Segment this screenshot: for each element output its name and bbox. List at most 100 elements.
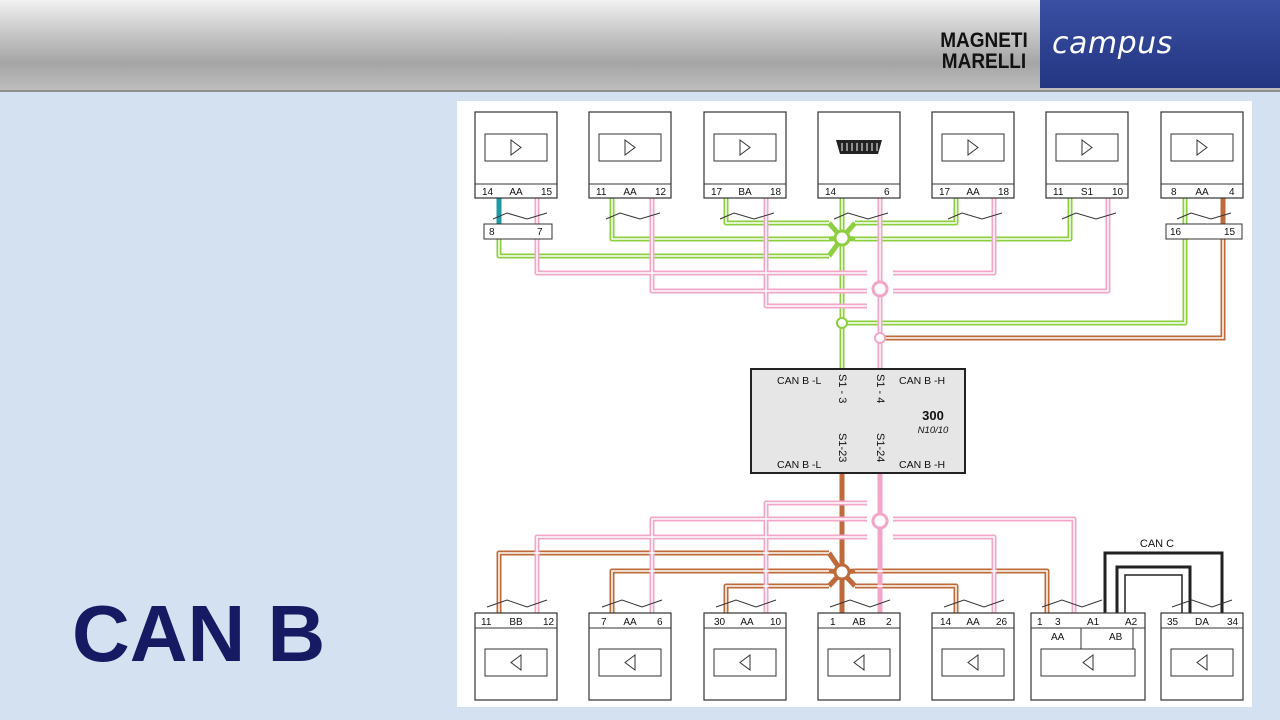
- top-module-6: 11 S1 10: [1045, 111, 1129, 199]
- top-3-left-pin: 17: [711, 187, 723, 198]
- top-2-right-pin: 12: [655, 187, 667, 198]
- junction-can-high-lower: [874, 332, 886, 344]
- top-4-right-pin: 6: [884, 187, 890, 198]
- top-module-diagnostic: 14 6: [817, 111, 901, 199]
- amplifier-icon: [967, 654, 979, 671]
- gateway-label-top-left: CAN B -L: [777, 375, 822, 387]
- brand-top-text: MAGNETI: [940, 29, 1028, 52]
- connector-right: 16 15: [1165, 223, 1243, 240]
- bottom-7-mid: DA: [1195, 617, 1209, 628]
- amplifier-icon: [1196, 654, 1208, 671]
- top-6-right-pin: 10: [1112, 187, 1124, 198]
- bottom-module-1: 11 BB 12: [474, 612, 558, 701]
- gateway-number: 300: [922, 408, 944, 423]
- obd-connector-icon: [836, 140, 882, 154]
- twist-marks: [486, 212, 1233, 608]
- bottom-2-mid: AA: [623, 617, 637, 628]
- top-module-2: 11 AA 12: [588, 111, 672, 199]
- top-module-7: 8 AA 4: [1160, 111, 1244, 199]
- amplifier-icon: [967, 139, 979, 156]
- top-4-left-pin: 14: [825, 187, 837, 198]
- gateway-pin-s1-23: S1-23: [836, 433, 848, 462]
- bottom-5-mid: AA: [966, 617, 980, 628]
- amplifier-icon: [739, 654, 751, 671]
- gateway-code: N10/10: [918, 425, 949, 436]
- campus-logo-text: campus: [1052, 26, 1173, 61]
- amplifier-icon: [1196, 139, 1208, 156]
- bottom-wire-cores: [498, 502, 1075, 613]
- bottom-6-pin-c: A1: [1087, 617, 1100, 628]
- bottom-module-4: 1 AB 2: [817, 612, 901, 701]
- bottom-1-mid: BB: [509, 617, 523, 628]
- bottom-module-2: 7 AA 6: [588, 612, 672, 701]
- amplifier-icon: [624, 139, 636, 156]
- bottom-1-right-pin: 12: [543, 617, 555, 628]
- junction-can-high-top: [871, 280, 889, 298]
- amplifier-icon: [510, 139, 522, 156]
- connector-left-pin-a: 8: [489, 227, 495, 238]
- top-3-right-pin: 18: [770, 187, 782, 198]
- top-6-left-pin: 11: [1053, 187, 1064, 198]
- connector-right-pin-b: 15: [1224, 227, 1236, 238]
- connector-right-pin-a: 16: [1170, 227, 1182, 238]
- bottom-6-pin-b: 3: [1055, 617, 1061, 628]
- bottom-brown-wires: [496, 474, 1050, 613]
- bottom-module-7: 35 DA 34: [1160, 612, 1244, 701]
- gateway-module: CAN B -L CAN B -H CAN B -L CAN B -H S1 -…: [750, 368, 966, 474]
- top-1-left-pin: 14: [482, 187, 494, 198]
- top-7-right-pin: 4: [1229, 187, 1235, 198]
- bottom-wiring: CAN C: [496, 474, 1224, 613]
- bottom-modules: 11 BB 12 7 AA 6 30 AA 10 1: [474, 612, 1244, 701]
- bottom-7-left-pin: 35: [1167, 617, 1179, 628]
- bottom-5-left-pin: 14: [940, 617, 952, 628]
- bottom-5-right-pin: 26: [996, 617, 1008, 628]
- can-b-wiring-diagram: CAN C 14 AA 15: [457, 101, 1252, 707]
- top-6-mid: S1: [1081, 187, 1094, 198]
- bottom-module-5: 14 AA 26: [931, 612, 1015, 701]
- top-3-mid: BA: [738, 187, 752, 198]
- bottom-7-right-pin: 34: [1227, 617, 1239, 628]
- gateway-pin-s1-3: S1 - 3: [836, 374, 848, 403]
- bottom-4-mid: AB: [852, 617, 866, 628]
- top-module-1: 14 AA 15: [474, 111, 558, 199]
- top-1-right-pin: 15: [541, 187, 553, 198]
- amplifier-icon: [624, 654, 636, 671]
- bottom-6-sub-right: AB: [1109, 632, 1123, 643]
- gateway-pin-s1-4: S1 - 4: [874, 374, 886, 403]
- amplifier-icon: [853, 654, 865, 671]
- can-c-wires: [1103, 551, 1224, 613]
- top-5-left-pin: 17: [939, 187, 951, 198]
- top-5-mid: AA: [966, 187, 980, 198]
- junction-bottom-brown: [833, 563, 851, 581]
- bottom-2-left-pin: 7: [601, 617, 607, 628]
- bottom-6-pin-d: A2: [1125, 617, 1138, 628]
- gateway-label-bottom-right: CAN B -H: [899, 459, 945, 471]
- brand-bottom-text: MARELLI: [942, 50, 1026, 70]
- connector-left: 8 7: [483, 223, 553, 240]
- bottom-3-left-pin: 30: [714, 617, 726, 628]
- campus-logo-panel: [1040, 0, 1280, 88]
- bottom-3-right-pin: 10: [770, 617, 782, 628]
- connector-left-pin-b: 7: [537, 227, 543, 238]
- gateway-pin-s1-24: S1-24: [874, 433, 886, 462]
- top-2-mid: AA: [623, 187, 637, 198]
- amplifier-icon: [1082, 654, 1094, 671]
- bottom-4-right-pin: 2: [886, 617, 892, 628]
- gateway-label-bottom-left: CAN B -L: [777, 459, 822, 471]
- magneti-marelli-logo: MAGNETI MARELLI: [940, 29, 1028, 70]
- top-module-5: 17 AA 18: [931, 111, 1015, 199]
- can-c-label: CAN C: [1140, 538, 1174, 550]
- top-2-left-pin: 11: [596, 187, 607, 198]
- top-5-right-pin: 18: [998, 187, 1010, 198]
- top-module-3: 17 BA 18: [703, 111, 787, 199]
- top-7-mid: AA: [1195, 187, 1209, 198]
- amplifier-icon: [510, 654, 522, 671]
- wiring-diagram-svg: CAN C 14 AA 15: [474, 111, 1244, 701]
- junction-can-low-top: [833, 229, 851, 247]
- bottom-2-right-pin: 6: [657, 617, 663, 628]
- top-modules: 14 AA 15 11 AA 12 17 BA 18: [474, 111, 1244, 199]
- amplifier-icon: [1081, 139, 1093, 156]
- bottom-1-left-pin: 11: [481, 617, 492, 628]
- bottom-6-sub-left: AA: [1051, 632, 1065, 643]
- bottom-6-pin-a: 1: [1037, 617, 1043, 628]
